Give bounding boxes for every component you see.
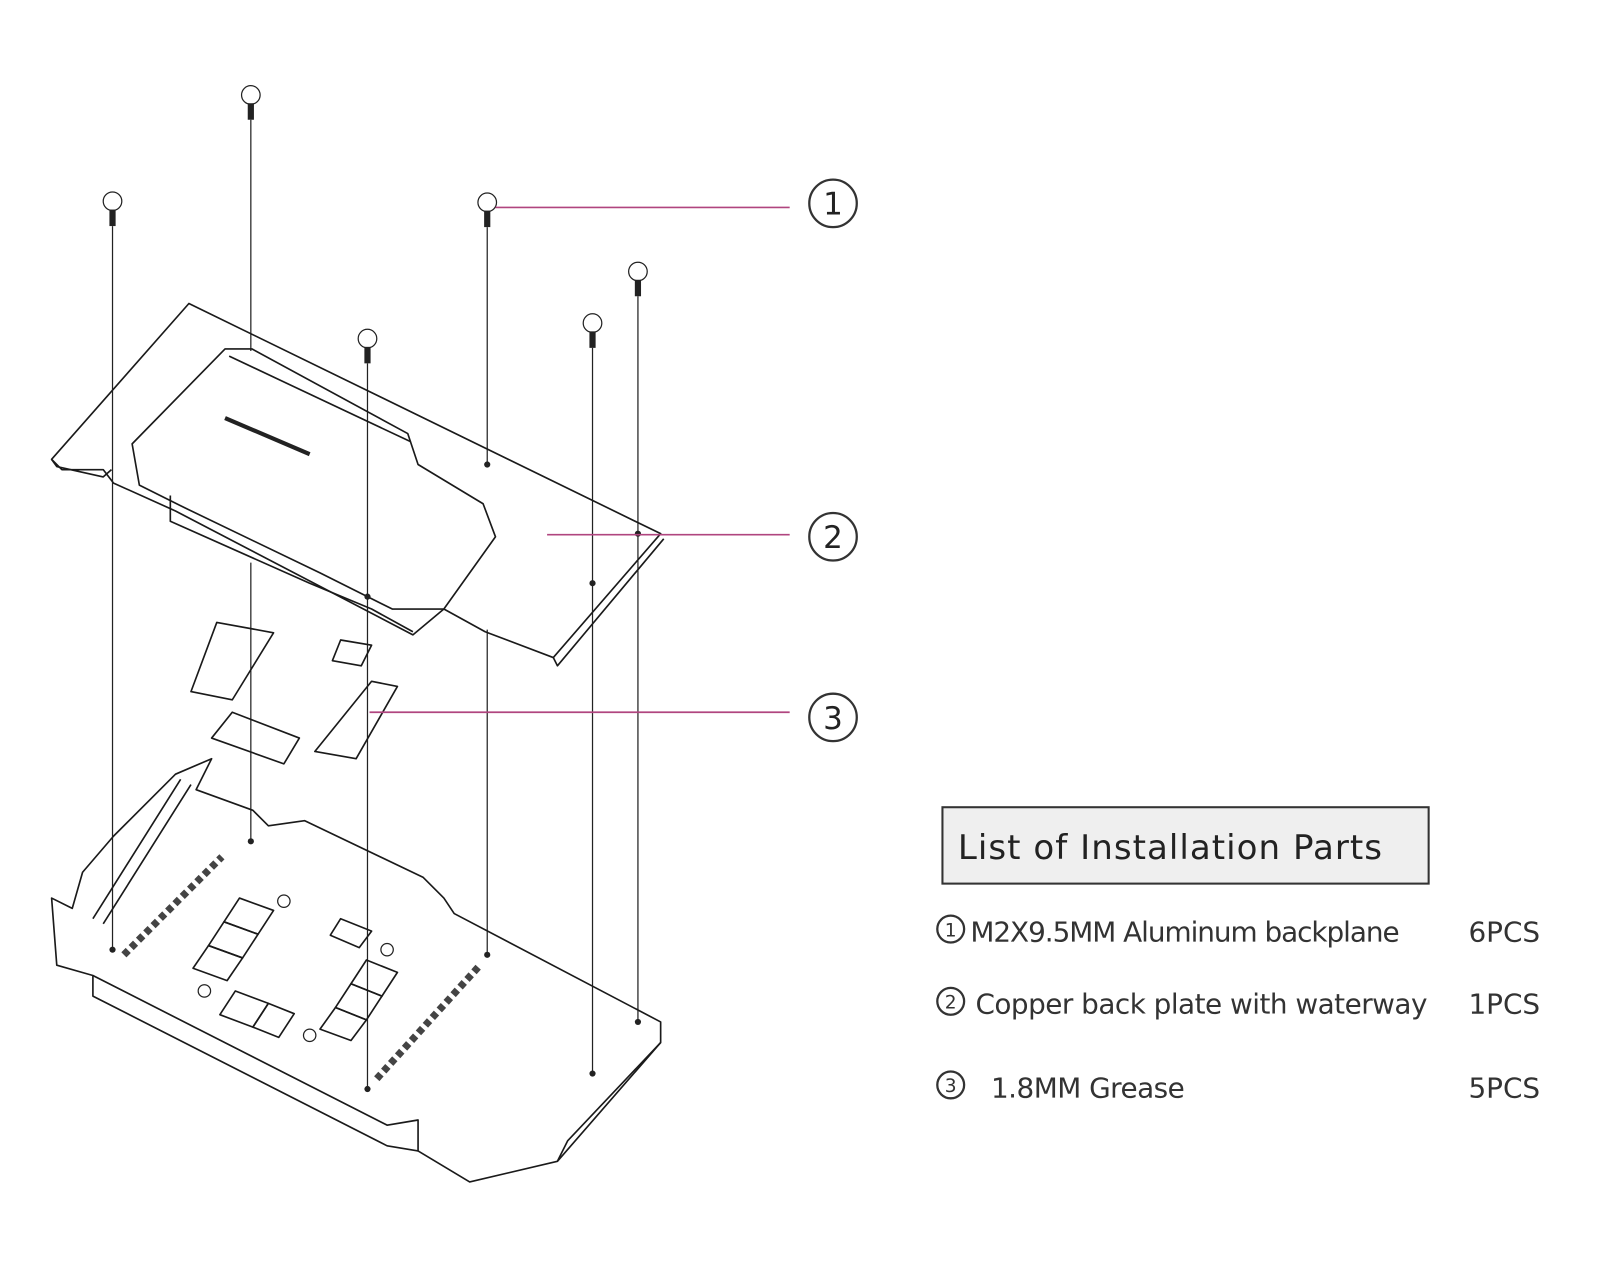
parts-list-item: 2 Copper back plate with waterway 1PCS (936, 986, 1540, 1021)
item-number: 2 (945, 993, 957, 1014)
parts-list-title-box (941, 806, 1430, 885)
item-number: 3 (945, 1076, 957, 1097)
item-quantity: 1PCS (1468, 988, 1540, 1021)
parts-list: List of Installation Parts 1 M2X9.5MM Al… (936, 806, 1540, 1104)
item-description: M2X9.5MM Aluminum backplane (970, 915, 1398, 948)
parts-list-item: 3 1.8MM Grease 5PCS (936, 1070, 1540, 1104)
callout-3: 3 (808, 692, 858, 743)
screw (477, 192, 498, 465)
memory-chips (192, 897, 399, 1042)
callout-2: 2 (808, 511, 858, 562)
item-quantity: 6PCS (1468, 915, 1540, 948)
screw (628, 261, 648, 1022)
thermal-pads (190, 621, 399, 765)
parts-list-item: 1 M2X9.5MM Aluminum backplane 6PCS (936, 914, 1540, 948)
screw (582, 313, 603, 1074)
screw (240, 85, 261, 351)
leader-lines (369, 206, 790, 714)
screws (102, 85, 648, 1090)
item-description: Copper back plate with waterway (975, 988, 1427, 1021)
callout-number: 2 (823, 520, 843, 556)
callout-number: 3 (823, 701, 843, 737)
item-quantity: 5PCS (1468, 1071, 1540, 1104)
item-description: 1.8MM Grease (991, 1071, 1184, 1104)
callout-1: 1 (808, 178, 858, 229)
graphics-card (50, 757, 662, 1183)
item-number: 1 (945, 920, 957, 941)
screw (102, 191, 123, 950)
callout-number: 1 (823, 187, 843, 223)
parts-list-title: List of Installation Parts (958, 828, 1383, 868)
screw (357, 328, 378, 1090)
copper-back-plate (50, 302, 665, 667)
